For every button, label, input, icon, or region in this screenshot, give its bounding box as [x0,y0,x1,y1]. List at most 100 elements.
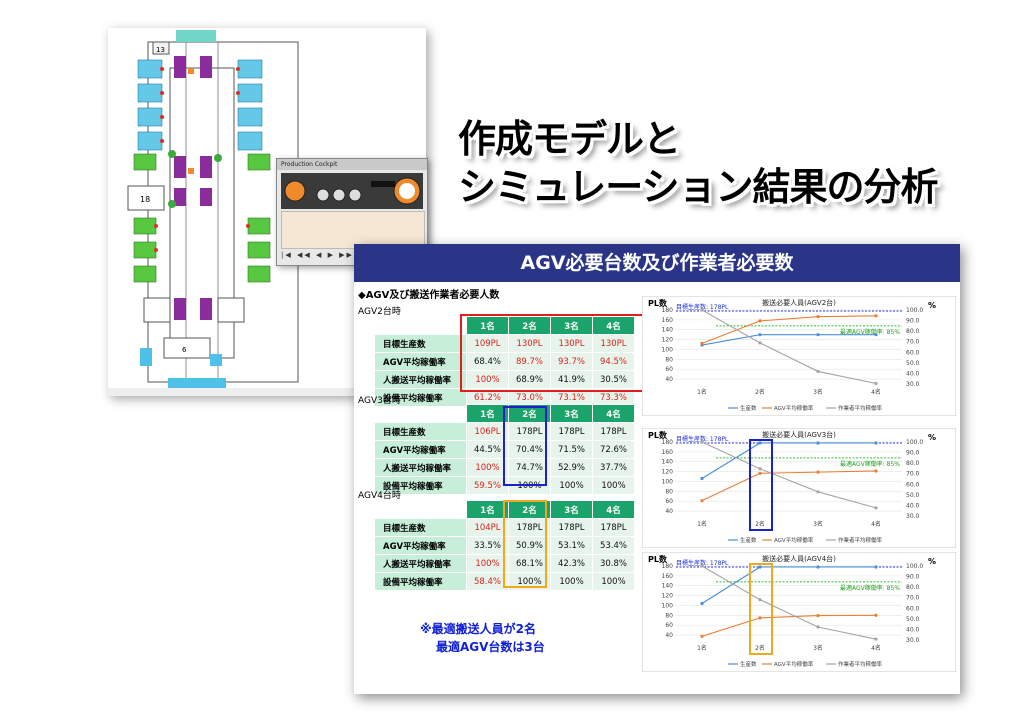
chart-right-tick-label: 90.0 [906,318,920,325]
table-header-cell: 4名 [592,316,635,335]
chart-series-line [701,309,877,385]
row-label: 人搬送平均稼働率 [374,554,467,573]
table-cell: 109PL [466,334,509,353]
note-line-2: 最適AGV台数は3台 [436,640,545,654]
table-cell: 94.5% [592,352,635,371]
table-cell: 100% [592,476,635,495]
chart-right-tick-label: 40.0 [906,502,920,509]
chart-threshold-label: 最適AGV稼働率: 85% [840,328,900,336]
chart-highlight-box [749,439,773,531]
chart-x-tick-label: 4名 [871,388,881,396]
chart-highlight-box [749,563,773,655]
table-cell: 52.9% [550,458,593,477]
chart-point [700,308,704,312]
chart-right-tick-label: 40.0 [906,370,920,377]
table-header-cell: 2名 [508,316,551,335]
chart-point [816,369,820,374]
chart-point [874,314,878,318]
chart-title: 搬送必要人員(AGV2台) [762,298,836,307]
table-header-blank [375,317,467,335]
chart-point [700,476,704,481]
chart-right-tick-label: 30.0 [906,381,920,388]
chart-target-label: 目標生産数: 178PL [676,435,729,443]
chart-left-tick-label: 140 [662,583,674,590]
chart-left-tick-label: 60 [665,498,673,505]
chart-left-tick-label: 80 [665,356,673,363]
chart-point [874,333,878,337]
chart-point [758,333,762,337]
chart-point [816,613,820,618]
chart-point [700,564,704,568]
chart-point [816,565,820,569]
chart-left-tick-label: 180 [662,439,674,446]
chart-right-tick-label: 100.0 [906,563,923,570]
chart-frame [642,428,956,548]
chart-threshold-label: 最適AGV稼働率: 85% [840,460,900,468]
chart-right-tick-label: 80.0 [906,460,920,467]
table-cell: 100% [550,572,593,591]
chart-left-tick-label: 60 [665,622,673,629]
table-cell: 178PL [550,422,593,441]
chart-series-line [701,565,877,640]
table-caption: AGV2台時 [358,307,401,317]
chart-series-line [701,470,877,502]
chart-point [874,565,878,569]
table-caption: AGV3台時 [358,396,401,406]
chart-left-tick-label: 100 [662,602,674,609]
cockpit-timeline-panel [281,211,425,249]
table-cell: 53.1% [550,536,593,555]
chart-left-tick-label: 160 [662,573,674,580]
chart-legend-label: 生産数 [740,404,757,412]
chart-point [874,469,878,473]
chart-right-tick-label: 30.0 [906,637,920,644]
chart-point [874,381,878,386]
chart-right-axis-label: % [928,557,936,566]
chart-right-tick-label: 70.0 [906,595,920,602]
table-cell: 178PL [508,422,551,441]
chart-left-tick-label: 160 [662,317,674,324]
chart-right-tick-label: 100.0 [906,439,923,446]
table-cell: 37.7% [592,458,635,477]
chart-frame [642,552,956,672]
table-cell: 72.6% [592,440,635,459]
chart-point [758,616,762,620]
chart-legend-label: AGV平均稼働率 [774,536,814,544]
chart-point [700,341,704,346]
table-highlight-box [503,500,547,588]
chart-point [816,441,820,445]
chart-point [758,319,762,323]
chart-left-tick-label: 80 [665,612,673,619]
table-cell: 59.5% [466,476,509,495]
cockpit-playback-controls[interactable]: |◀ ◀◀ ◀ ▶ ▶▶ ▶| [281,251,370,259]
chart-right-tick-label: 60.0 [906,349,920,356]
chart-right-tick-label: 30.0 [906,513,920,520]
chart-right-tick-label: 60.0 [906,481,920,488]
chart-x-tick-label: 3名 [813,520,823,528]
table-cell: 70.4% [508,440,551,459]
chart-left-tick-label: 120 [662,337,674,344]
table-cell: 130PL [550,334,593,353]
chart-agv3-svg: 搬送必要人員(AGV3台)PL数%40608010012014016018030… [642,428,956,548]
table-cell: 68.9% [508,370,551,389]
row-label: 目標生産数 [374,334,467,353]
chart-point [700,634,704,638]
chart-point [874,637,878,641]
chart-x-tick-label: 3名 [813,644,823,652]
table-cell: 178PL [592,518,635,537]
heading-line-1: 作成モデルと [458,117,681,161]
chart-point [816,470,820,474]
chart-target-label: 目標生産数: 178PL [676,559,729,567]
chart-right-tick-label: 90.0 [906,450,920,457]
table-highlight-box [460,314,647,392]
chart-series-line [701,315,877,344]
table-cell: 93.7% [550,352,593,371]
chart-right-tick-label: 40.0 [906,626,920,633]
